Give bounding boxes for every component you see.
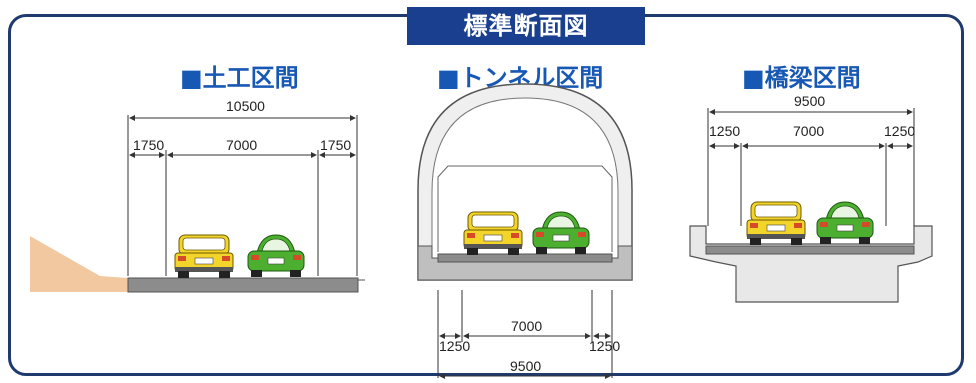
bridge-shoulder-left: 1250 [709, 123, 740, 139]
green-car [247, 234, 305, 278]
embankment-slope [30, 236, 128, 292]
tunnel-shoulder-right: 1250 [589, 338, 620, 354]
tunnel-carriageway: 7000 [511, 318, 542, 334]
bridge-shoulder-right: 1250 [884, 123, 915, 139]
tunnel-road [437, 253, 613, 263]
earthwork-heading: ■土工区間 [180, 64, 299, 92]
earthwork-shoulder-right: 1750 [320, 137, 351, 153]
earthwork-road [127, 277, 359, 293]
yellow-car [463, 211, 523, 256]
page-title: 標準断面図 [407, 7, 645, 45]
yellow-car [174, 234, 234, 279]
earthwork-shoulder-left: 1750 [133, 137, 164, 153]
yellow-car [746, 201, 806, 246]
bridge-section: 9500 1250 7000 1250 [689, 93, 933, 303]
earthwork-carriageway: 7000 [226, 137, 257, 153]
bridge-total-width: 9500 [794, 93, 825, 109]
green-car [816, 201, 874, 245]
earthwork-total-width: 10500 [226, 98, 265, 114]
tunnel-shoulder-left: 1250 [439, 338, 470, 354]
bridge-carriageway: 7000 [793, 123, 824, 139]
bridge-heading: ■橋梁区間 [742, 64, 861, 92]
bridge-road [705, 245, 915, 255]
tunnel-section: 7000 1250 1250 9500 [417, 83, 633, 379]
bridge-structure [689, 225, 933, 303]
tunnel-total-width: 9500 [510, 358, 541, 374]
earthwork-section: 10500 1750 7000 1750 [30, 98, 365, 293]
